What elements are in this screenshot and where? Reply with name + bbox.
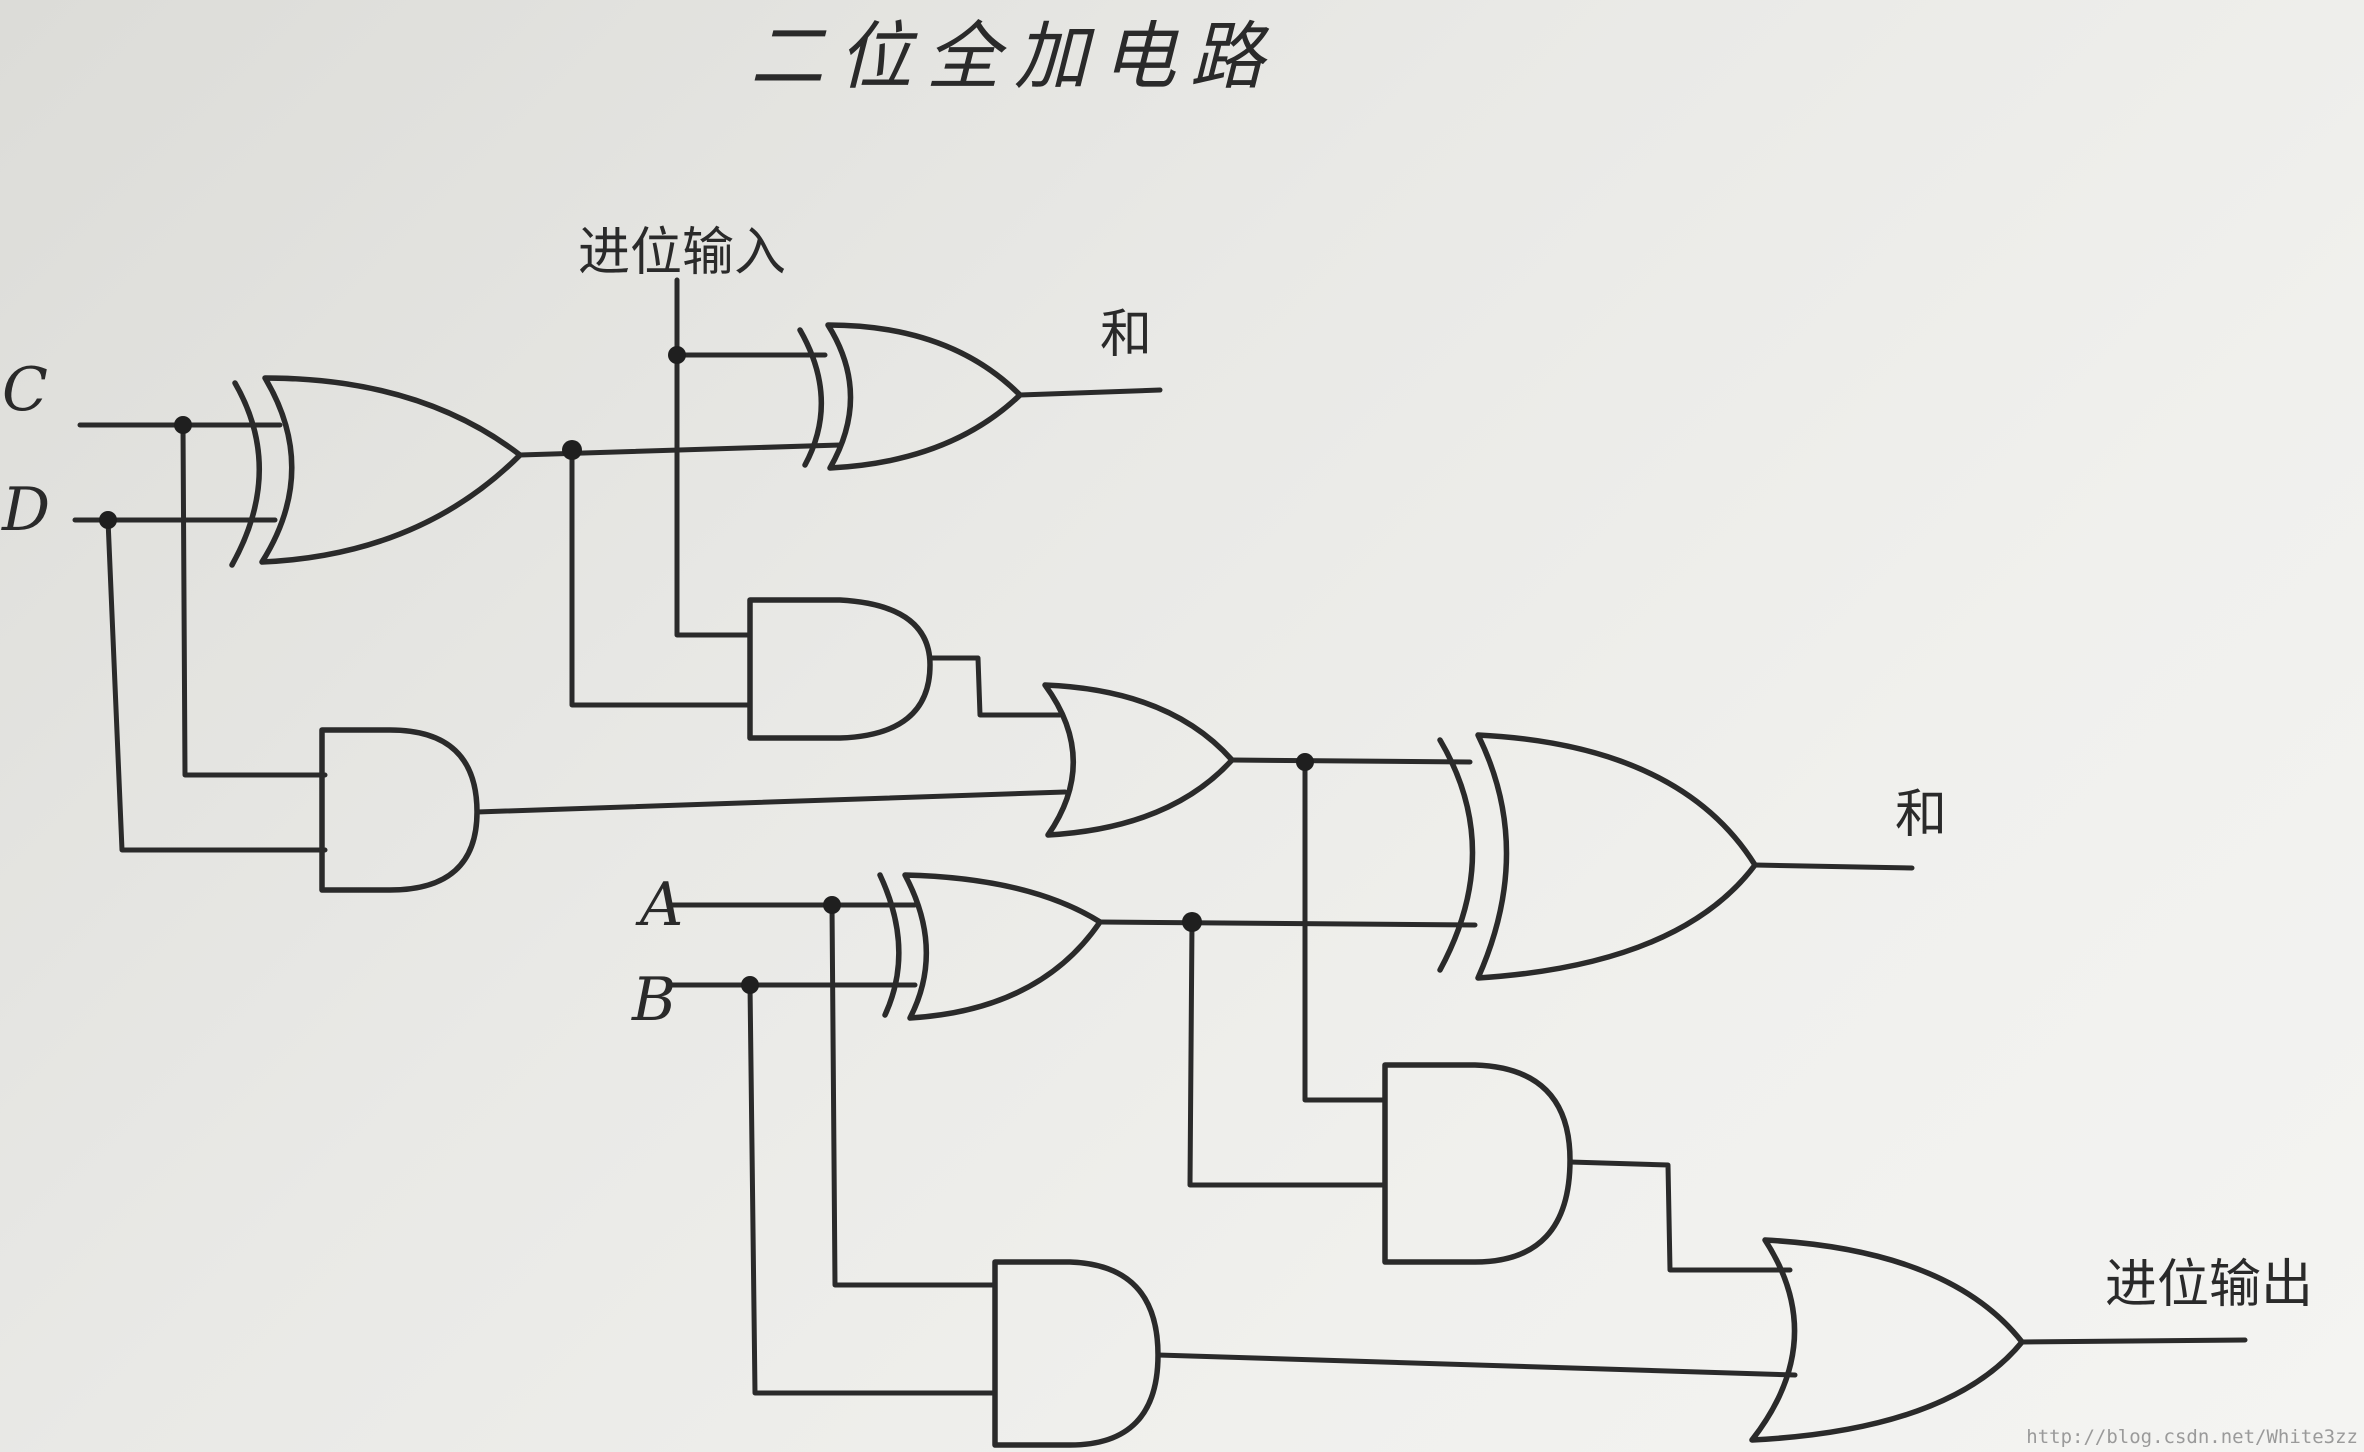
sum-upper-label: 和 <box>1100 305 1152 365</box>
wire-c-branch <box>180 422 328 778</box>
diagram-title: 二位全加电路 <box>750 14 1278 100</box>
and-gate-1 <box>747 597 933 741</box>
wire-carry-out <box>2019 1337 2248 1345</box>
watermark: http://blog.csdn.net/White3zz <box>2026 1426 2358 1448</box>
wire-sum-upper <box>1017 387 1163 398</box>
or-body <box>902 872 1103 1021</box>
or-gate-2 <box>1749 1237 2025 1443</box>
junction-dot <box>562 440 582 460</box>
carry-out-label: 进位输出 <box>2105 1255 2313 1315</box>
junction-dot <box>1296 753 1314 771</box>
junctions <box>99 346 1314 994</box>
junction-dot <box>741 976 759 994</box>
wire-or1-branch <box>1302 759 1388 1103</box>
junction-dot <box>99 511 117 529</box>
wire-a-branch <box>829 902 998 1288</box>
or-body <box>259 375 523 565</box>
xor-extra-arc <box>797 327 825 468</box>
and-body <box>319 727 480 893</box>
wire-and4-out <box>1155 1352 1798 1378</box>
junction-dot <box>174 416 192 434</box>
xor-gate-4 <box>1437 732 1758 981</box>
wire-d-branch <box>105 517 328 853</box>
wire-and1-out <box>927 655 1063 718</box>
wire-xor3-out <box>1097 919 1478 928</box>
and-body <box>747 597 933 741</box>
wires <box>72 277 2248 1396</box>
input-d-label: D <box>1 475 50 545</box>
and-gate-2 <box>319 727 480 893</box>
or-body <box>1749 1237 2025 1443</box>
or-gate-1 <box>1042 682 1235 838</box>
wire-b-branch <box>747 982 998 1396</box>
or-body <box>825 322 1023 471</box>
input-c-label: C <box>2 355 48 425</box>
xor-gate-3 <box>877 872 1103 1021</box>
xor-extra-arc <box>229 380 262 568</box>
or-body <box>1042 682 1235 838</box>
and-gate-4 <box>992 1259 1161 1448</box>
input-b-label: B <box>631 965 676 1035</box>
wire-xor3-branch <box>1187 919 1388 1188</box>
wire-carry-in-branch <box>674 352 753 638</box>
xor-gate-1 <box>229 375 523 568</box>
wire-xor1-branch <box>569 447 753 708</box>
and-body <box>992 1259 1161 1448</box>
wire-and3-out <box>1567 1159 1793 1273</box>
wire-carry-in <box>674 277 828 358</box>
xor-gate-2 <box>797 322 1023 471</box>
xor-extra-arc <box>877 872 902 1018</box>
junction-dot <box>823 896 841 914</box>
xor-extra-arc <box>1437 737 1476 973</box>
junction-dot <box>668 346 686 364</box>
and-body <box>1382 1062 1573 1265</box>
wire-or1-out <box>1229 757 1473 765</box>
junction-dot <box>1182 912 1202 932</box>
wire-and2-out <box>474 789 1068 815</box>
wire-sum-lower <box>1752 862 1915 871</box>
and-gate-3 <box>1382 1062 1573 1265</box>
carry-in-label: 进位输入 <box>578 223 786 283</box>
sum-lower-label: 和 <box>1895 785 1947 845</box>
or-body <box>1475 732 1758 981</box>
